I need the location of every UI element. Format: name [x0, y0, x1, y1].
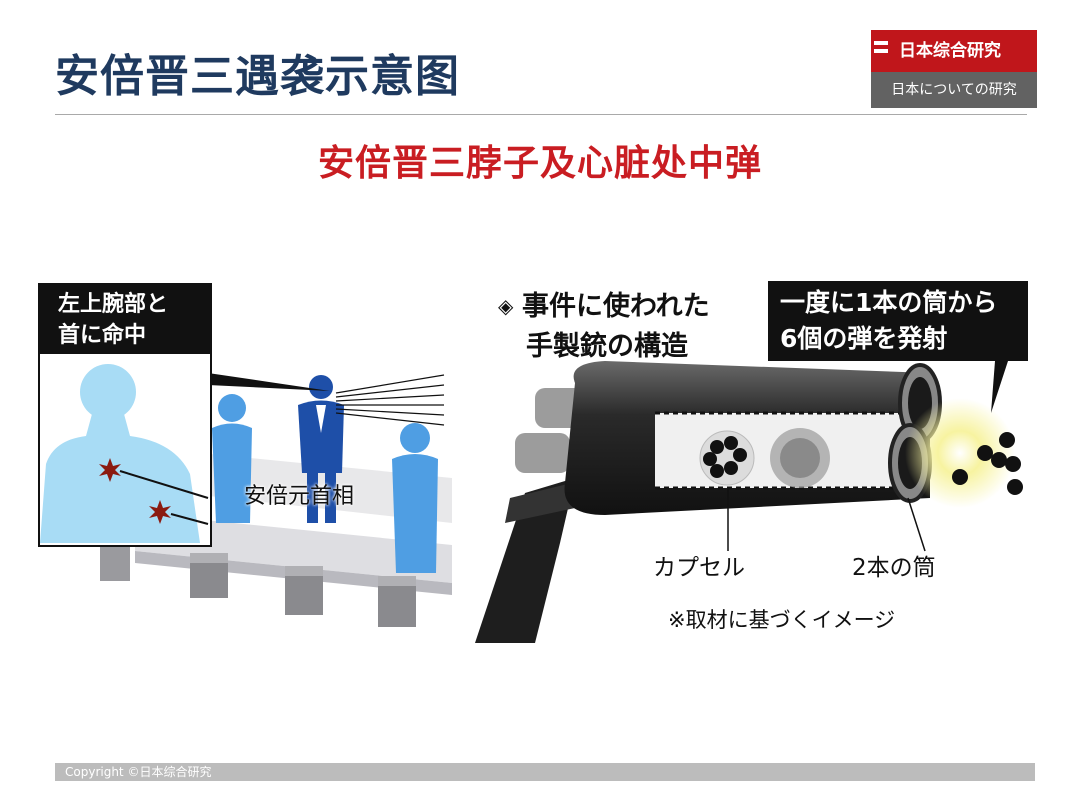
slide-subtitle: 安倍晋三脖子及心脏处中弹 — [317, 143, 762, 184]
wound-callout: 左上腕部と 首に命中 — [38, 283, 212, 547]
wound-arrow — [119, 470, 209, 499]
page-title: 安倍晋三遇袭示意图 — [55, 51, 460, 102]
tubes-label: 2本の筒 — [852, 555, 936, 581]
capsule — [699, 430, 755, 486]
logo-mark-icon — [874, 41, 888, 61]
image-note: ※取材に基づくイメージ — [668, 608, 896, 632]
muzzle-flash — [905, 398, 1015, 508]
scene-person-label: 安倍元首相 — [244, 484, 355, 509]
fire-note-line: 6個の弾を発射 — [780, 324, 948, 353]
gun-illustration — [475, 361, 1023, 643]
wound-arrow — [170, 513, 209, 525]
fire-note-pointer — [991, 361, 1008, 413]
fired-pellets — [952, 432, 1023, 495]
brand-name: 日本综合研究 — [899, 41, 1001, 61]
bullet-trajectory-lines — [335, 374, 445, 426]
fire-note-line: 一度に1本の筒から — [780, 288, 998, 317]
bystander-figure — [392, 423, 438, 573]
wound-callout-label: 左上腕部と 首に命中 — [40, 285, 210, 354]
capsule-label: カプセル — [653, 555, 745, 581]
gun-caption-line: 事件に使われた — [522, 291, 710, 322]
tubes-leader-line — [907, 497, 926, 552]
scene-illustration — [100, 373, 452, 627]
box-icon: ◈ — [498, 294, 514, 318]
speaker-figure — [298, 375, 344, 523]
fire-note-callout: 一度に1本の筒から 6個の弾を発射 — [768, 281, 1028, 361]
gun-caption-line: 手製銃の構造 — [526, 331, 688, 362]
copyright-footer: Copyright ©日本综合研究 — [55, 763, 1035, 781]
brand-logo: 日本综合研究 — [871, 30, 1037, 72]
barrier-railing — [100, 453, 452, 627]
wound-label-line: 左上腕部と — [58, 292, 169, 317]
wound-label-line: 首に命中 — [58, 323, 147, 348]
bystander-figure — [212, 394, 252, 523]
body-silhouette — [40, 364, 209, 543]
wound-mark-icon — [99, 458, 121, 482]
brand-tagline: 日本についての研究 — [871, 72, 1037, 108]
callout-pointer — [208, 373, 330, 391]
wound-mark-icon — [149, 500, 171, 524]
title-divider — [55, 114, 1027, 115]
gun-caption: ◈ 事件に使われた 手製銃の構造 — [498, 286, 710, 367]
gun-grip — [475, 478, 580, 643]
